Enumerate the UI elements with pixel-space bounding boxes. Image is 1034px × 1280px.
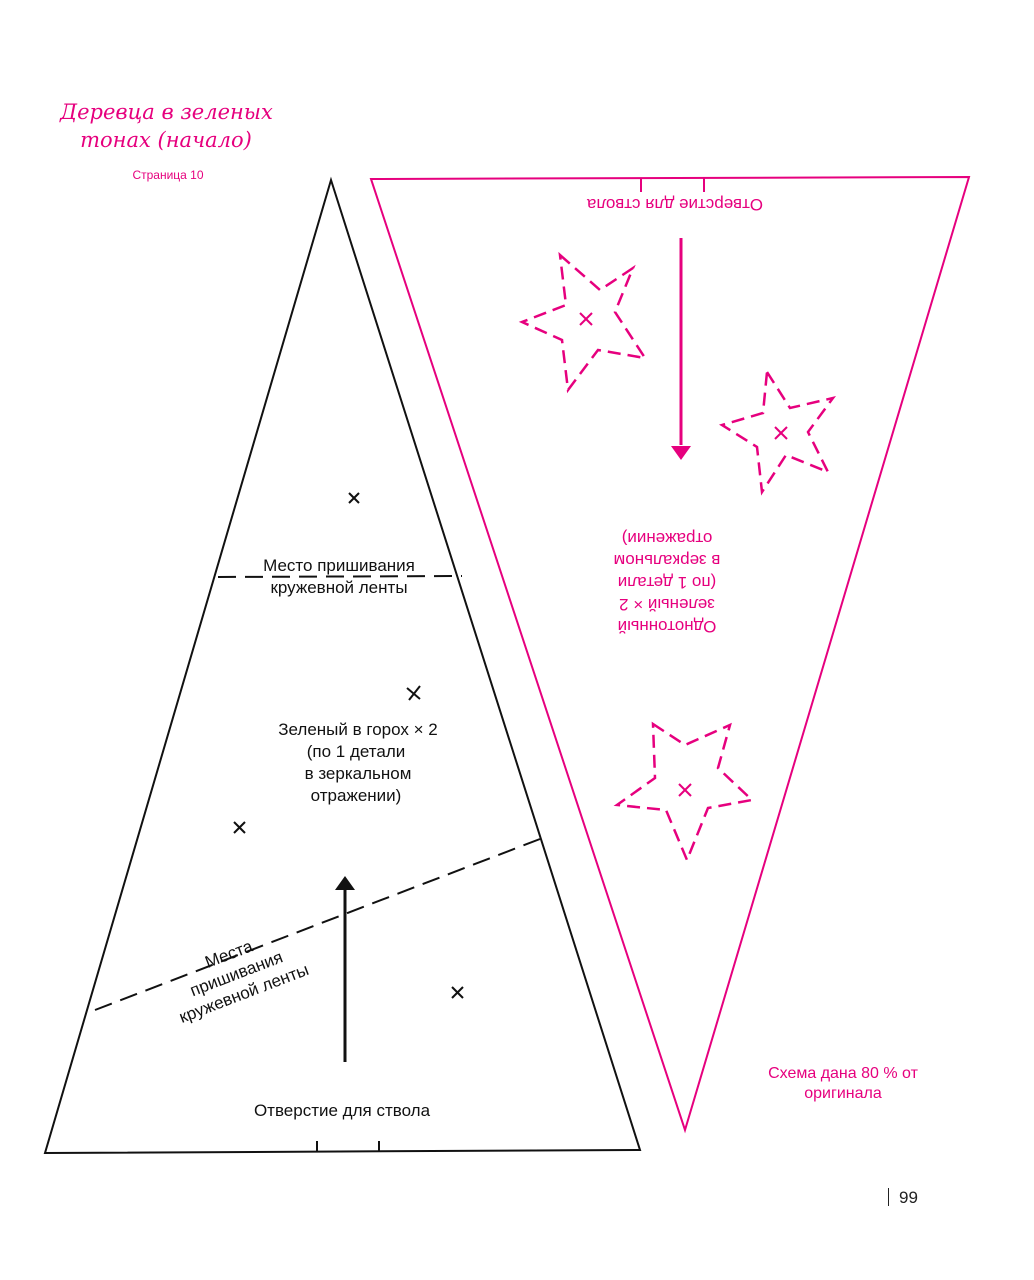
page-title: Деревца в зеленых тонах (начало) xyxy=(60,98,273,154)
star-mark xyxy=(678,783,692,797)
grain-arrow-head xyxy=(671,446,691,460)
lace-line-diagonal xyxy=(94,838,541,1011)
piece-label-line-4: в зеркальном xyxy=(614,551,721,570)
placement-mark xyxy=(233,821,246,834)
piece-label-line-3: в зеркальном xyxy=(305,764,412,783)
piece-label-line-2: (по 1 детали xyxy=(307,742,406,761)
page-number-divider xyxy=(888,1188,889,1206)
piece-label-line-5: отражении) xyxy=(622,529,713,548)
grain-arrow-head xyxy=(335,876,355,890)
right-triangle-outline xyxy=(369,175,971,1134)
page-number: 99 xyxy=(888,1188,918,1208)
title-line-2: тонах (начало) xyxy=(80,128,252,152)
placement-mark xyxy=(348,492,360,504)
star-appliqué-bottom xyxy=(613,721,755,864)
star-mark xyxy=(579,312,593,326)
piece-label-line-3: (по 1 детали xyxy=(618,573,717,592)
title-line-1: Деревца в зеленых xyxy=(60,100,273,124)
scale-note: Схема дана 80 % от оригинала xyxy=(748,1064,938,1104)
star-appliqué-top xyxy=(518,251,648,394)
piece-label-line-1: Однотонный xyxy=(618,617,717,636)
star-mark xyxy=(774,426,788,440)
piece-label-line-4: отражении) xyxy=(311,786,402,805)
page-number-value: 99 xyxy=(899,1188,918,1207)
lace-label-diagonal: Места пришивания кружевной ленты xyxy=(177,936,312,1027)
right-pattern-piece: Отверстие для ствола xyxy=(369,175,971,1134)
scale-note-line-2: оригинала xyxy=(804,1085,882,1102)
lace-label-top-line-1: Место пришивания xyxy=(263,556,415,575)
trunk-hole-label: Отверстие для ствола xyxy=(586,195,763,214)
piece-label-line-2: зеленый × 2 xyxy=(619,595,715,614)
scale-note-line-1: Схема дана 80 % от xyxy=(768,1065,918,1082)
piece-label-upside-down: Однотонный зеленый × 2 (по 1 детали в зе… xyxy=(614,529,721,636)
placement-mark xyxy=(451,986,464,999)
page-reference: Страница 10 xyxy=(132,168,204,182)
trunk-hole-label: Отверстие для ствола xyxy=(254,1101,431,1120)
placement-mark xyxy=(406,685,421,701)
left-triangle-outline xyxy=(43,176,642,1155)
left-pattern-piece: Место пришивания кружевной ленты Зеленый… xyxy=(43,176,642,1155)
star-appliqué-middle xyxy=(718,368,837,496)
lace-label-top-line-2: кружевной ленты xyxy=(270,578,407,597)
piece-label-line-1: Зеленый в горох × 2 xyxy=(278,720,437,739)
lace-line-top xyxy=(217,575,463,578)
